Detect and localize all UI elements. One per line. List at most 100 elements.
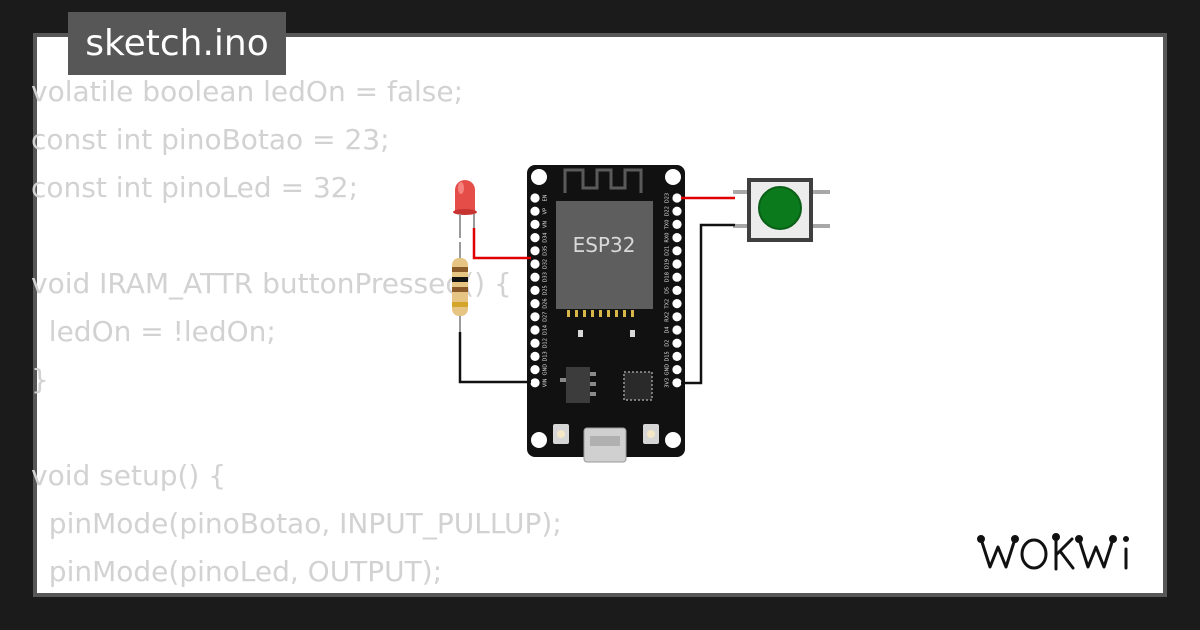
wokwi-logo — [977, 533, 1129, 571]
left-pin-hole[interactable] — [530, 219, 540, 229]
button-leg — [812, 190, 830, 194]
module-pads — [567, 310, 634, 317]
left-pin-label: VN — [543, 221, 549, 228]
left-pin-hole[interactable] — [530, 259, 540, 269]
led-base — [453, 209, 477, 215]
right-pin-label: D18 — [665, 272, 671, 282]
left-pin-label: D33 — [543, 272, 549, 282]
red-led[interactable] — [453, 180, 477, 238]
left-pin-label: D14 — [543, 325, 549, 335]
regulator-lead — [590, 392, 596, 396]
right-pin-hole[interactable] — [672, 299, 682, 309]
antenna-trace — [563, 168, 643, 193]
right-pin-hole[interactable] — [672, 219, 682, 229]
left-pin-hole[interactable] — [530, 325, 540, 335]
regulator-lead — [590, 372, 596, 376]
left-pin-label: EN — [543, 194, 549, 201]
regulator-lead — [560, 378, 566, 382]
wire-led-to-d32[interactable] — [472, 228, 531, 260]
left-pin-hole[interactable] — [530, 351, 540, 361]
code-line: void setup() { — [31, 459, 227, 492]
right-pin-hole[interactable] — [672, 272, 682, 282]
left-pin-label: D27 — [543, 312, 549, 322]
right-pin-label: RX2 — [665, 312, 671, 322]
button-leg — [812, 224, 830, 228]
smd-component — [578, 330, 583, 337]
mounting-hole — [665, 432, 681, 448]
mounting-hole — [531, 432, 547, 448]
right-pin-hole[interactable] — [672, 259, 682, 269]
usb-port-slot — [590, 436, 620, 446]
code-line: const int pinoBotao = 23; — [31, 123, 390, 156]
wire-button-to-gnd[interactable] — [681, 223, 735, 385]
button-leg — [733, 190, 749, 194]
left-pin-hole[interactable] — [530, 285, 540, 295]
right-pin-hole[interactable] — [672, 365, 682, 375]
left-pin-hole[interactable] — [530, 233, 540, 243]
code-line: pinMode(pinoBotao, INPUT_PULLUP); — [31, 507, 562, 540]
left-pin-label: D25 — [543, 285, 549, 295]
right-pin-hole[interactable] — [672, 338, 682, 348]
left-pin-hole[interactable] — [530, 378, 540, 388]
mounting-hole — [531, 169, 547, 185]
mounting-hole — [665, 169, 681, 185]
resistor[interactable] — [452, 242, 468, 332]
code-line: void IRAM_ATTR buttonPressed() { — [31, 267, 512, 300]
code-line: ledOn = !ledOn; — [31, 315, 276, 348]
code-line: } — [31, 363, 49, 396]
usb-serial-chip — [623, 371, 653, 401]
right-pin-labels: D23D22TX0RX0D21D19D18D5TX2RX2D4D2D15GND3… — [665, 193, 671, 388]
button-cap[interactable] — [758, 186, 802, 230]
right-pin-label: D21 — [665, 246, 671, 256]
right-pin-label: TX2 — [665, 299, 671, 310]
left-pin-hole[interactable] — [530, 246, 540, 256]
right-pin-header — [672, 193, 682, 388]
right-pin-hole[interactable] — [672, 312, 682, 322]
left-pin-hole[interactable] — [530, 338, 540, 348]
left-pin-labels: ENVPVND34D35D32D33D25D26D27D14D12D13GNDV… — [543, 194, 549, 387]
right-pin-hole[interactable] — [672, 193, 682, 203]
left-pin-label: D34 — [543, 232, 549, 242]
smd-component — [630, 330, 635, 337]
right-pin-hole[interactable] — [672, 351, 682, 361]
left-pin-hole[interactable] — [530, 365, 540, 375]
right-pin-hole[interactable] — [672, 378, 682, 388]
left-pin-label: D32 — [543, 259, 549, 269]
right-pin-hole[interactable] — [672, 233, 682, 243]
left-pin-hole[interactable] — [530, 206, 540, 216]
left-pin-label: D35 — [543, 246, 549, 256]
left-pin-label: D26 — [543, 298, 549, 308]
reset-button-cap — [647, 430, 655, 438]
right-pin-label: D22 — [665, 206, 671, 216]
resistor-band — [452, 302, 468, 307]
led-body — [455, 180, 475, 211]
right-pin-label: RX0 — [665, 233, 671, 243]
push-button[interactable] — [733, 178, 830, 242]
code-line: volatile boolean ledOn = false; — [31, 75, 464, 108]
left-pin-label: D12 — [543, 338, 549, 348]
right-pin-hole[interactable] — [672, 206, 682, 216]
left-pin-hole[interactable] — [530, 193, 540, 203]
regulator-lead — [590, 382, 596, 386]
left-pin-hole[interactable] — [530, 299, 540, 309]
voltage-regulator — [566, 367, 590, 403]
left-pin-hole[interactable] — [530, 312, 540, 322]
file-name-tab[interactable]: sketch.ino — [68, 12, 286, 75]
right-pin-label: D2 — [665, 340, 671, 347]
left-pin-label: VIN — [543, 378, 549, 387]
left-pin-hole[interactable] — [530, 272, 540, 282]
left-pin-label: VP — [543, 208, 549, 214]
board-label: ESP32 — [573, 233, 636, 257]
right-pin-hole[interactable] — [672, 285, 682, 295]
led-highlight — [458, 182, 464, 194]
resistor-band — [452, 277, 468, 282]
right-pin-label: D4 — [665, 326, 671, 333]
resistor-band — [452, 287, 468, 292]
wire-resistor-to-gnd[interactable] — [458, 332, 531, 384]
right-pin-label: D19 — [665, 259, 671, 269]
right-pin-label: D23 — [665, 193, 671, 203]
right-pin-hole[interactable] — [672, 325, 682, 335]
right-pin-hole[interactable] — [672, 246, 682, 256]
